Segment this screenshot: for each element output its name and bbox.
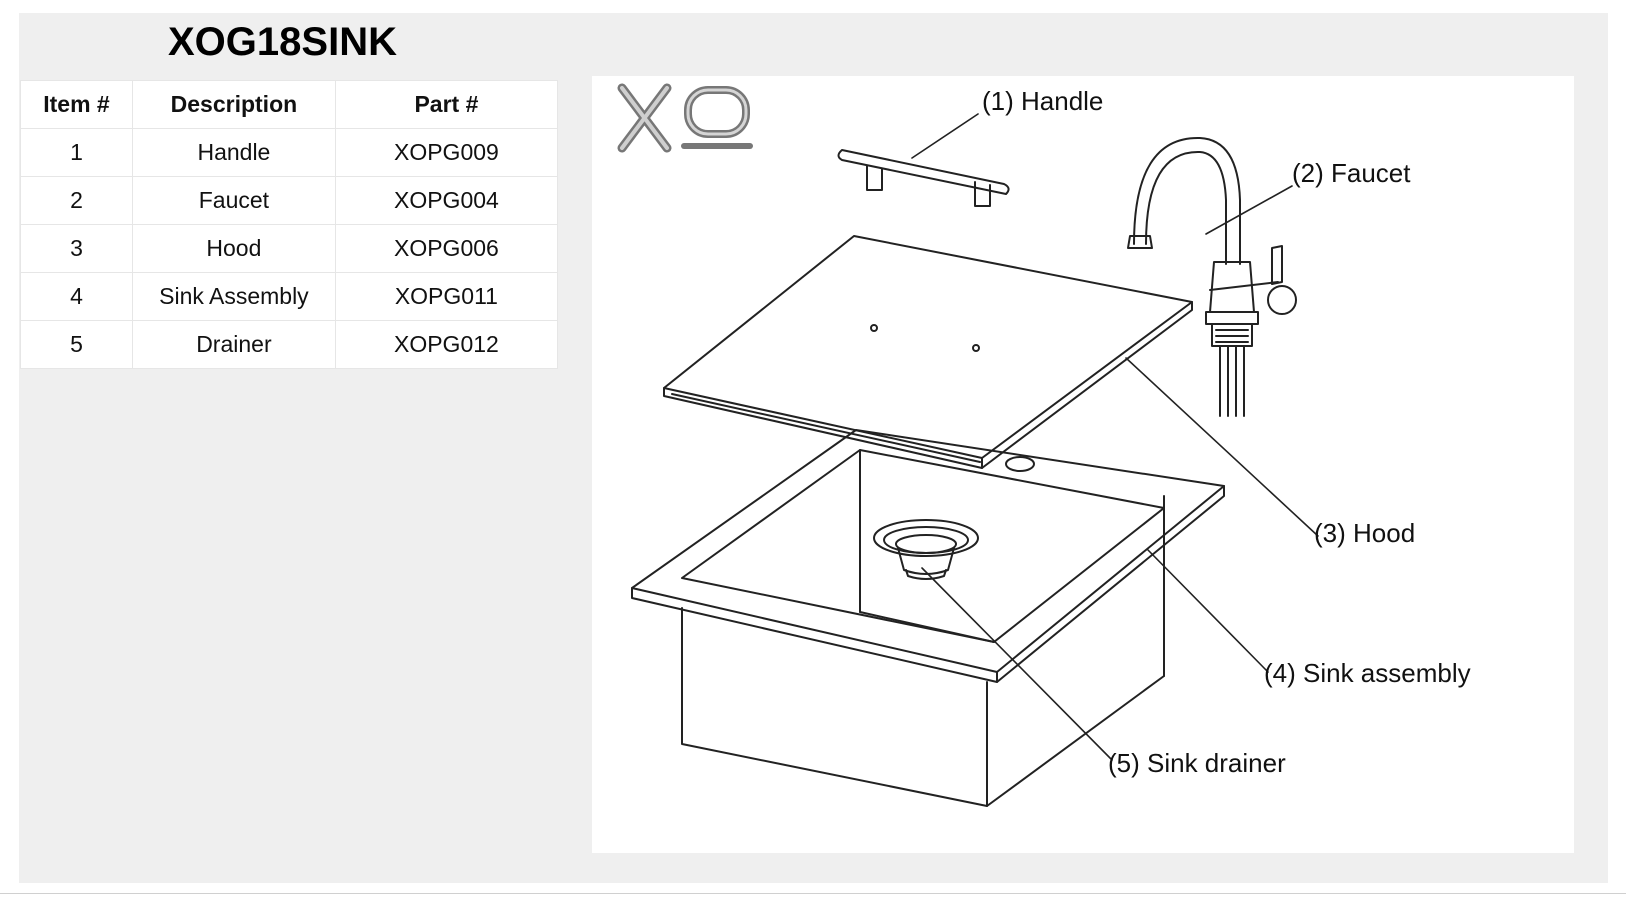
leader-faucet — [1205, 185, 1293, 235]
leader-hood — [1125, 357, 1319, 537]
callout-handle: (1) Handle — [982, 86, 1103, 116]
callout-sink-assembly: (4) Sink assembly — [1264, 658, 1471, 688]
cell-part: XOPG009 — [334, 128, 559, 177]
cell-description: Drainer — [132, 320, 336, 369]
logo-text: XO — [592, 76, 594, 77]
cell-part: XOPG012 — [334, 320, 559, 369]
leader-sink-assembly — [1147, 549, 1269, 673]
hood-part — [663, 235, 1193, 469]
footer-divider — [0, 893, 1626, 894]
cell-description: Faucet — [132, 176, 336, 225]
header-item: Item # — [20, 80, 133, 129]
cell-item: 4 — [20, 272, 133, 321]
sink-assembly-part — [631, 429, 1225, 807]
cell-part: XOPG004 — [334, 176, 559, 225]
faucet-part — [1127, 136, 1297, 417]
header-description: Description — [132, 80, 336, 129]
xo-logo: XO — [592, 76, 753, 153]
cell-part: XOPG011 — [334, 272, 559, 321]
table-row: 2 Faucet XOPG004 — [20, 176, 559, 225]
callout-faucet: (2) Faucet — [1292, 158, 1411, 188]
cell-description: Handle — [132, 128, 336, 177]
cell-item: 2 — [20, 176, 133, 225]
drainer-part — [873, 519, 979, 580]
cell-part: XOPG006 — [334, 224, 559, 273]
callout-drainer: (5) Sink drainer — [1108, 748, 1286, 778]
table-row: 5 Drainer XOPG012 — [20, 320, 559, 369]
handle-part — [837, 149, 1010, 207]
cell-description: Hood — [132, 224, 336, 273]
callout-hood: (3) Hood — [1314, 518, 1415, 548]
table-row: 1 Handle XOPG009 — [20, 128, 559, 177]
cell-description: Sink Assembly — [132, 272, 336, 321]
parts-table: Item # Description Part # 1 Handle XOPG0… — [20, 80, 559, 369]
exploded-diagram: XO — [592, 76, 1574, 853]
cell-item: 3 — [20, 224, 133, 273]
table-row: 4 Sink Assembly XOPG011 — [20, 272, 559, 321]
table-header-row: Item # Description Part # — [20, 80, 559, 129]
table-row: 3 Hood XOPG006 — [20, 224, 559, 273]
leader-handle — [911, 113, 979, 159]
leader-lines — [911, 113, 1319, 761]
header-part: Part # — [334, 80, 559, 129]
diagram-svg: XO — [592, 76, 1471, 807]
leader-drainer — [921, 567, 1113, 761]
cell-item: 5 — [20, 320, 133, 369]
cell-item: 1 — [20, 128, 133, 177]
page-title: XOG18SINK — [168, 20, 397, 64]
